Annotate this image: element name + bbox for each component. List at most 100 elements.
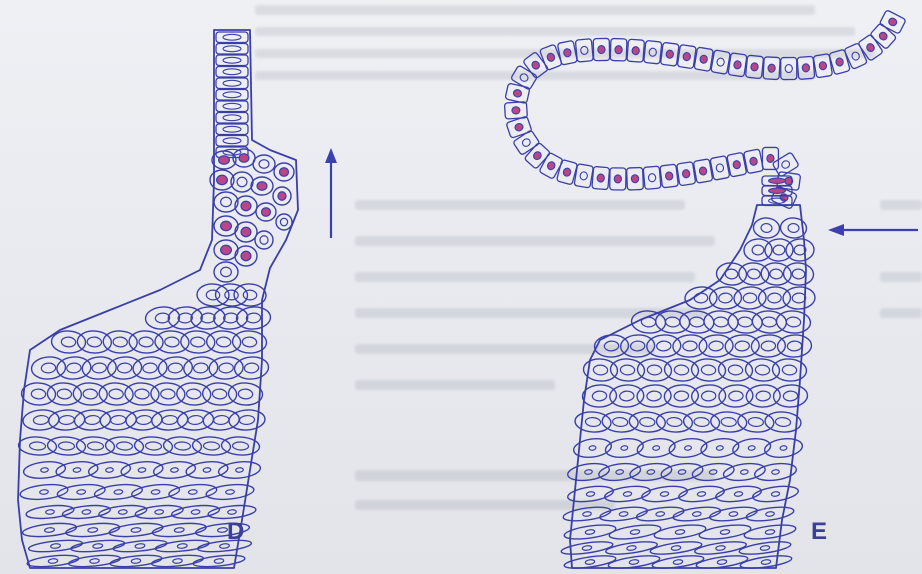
cell-nucleus (641, 317, 656, 328)
pink-nucleus (241, 251, 251, 260)
pink-nucleus (512, 107, 520, 115)
tube-cell (745, 55, 763, 79)
cell (785, 238, 814, 261)
cell-membrane (202, 382, 237, 406)
cell-nucleus (232, 442, 248, 451)
cell-nucleus (619, 511, 628, 517)
columnar-cell (216, 101, 248, 112)
cell (192, 436, 231, 456)
cell (208, 356, 243, 380)
cell-nucleus (58, 442, 74, 451)
cell-membrane (153, 460, 196, 480)
cell-nucleus (160, 389, 175, 399)
cell-membrane (129, 330, 164, 354)
cell-membrane (601, 411, 638, 433)
cell-nucleus (621, 445, 628, 450)
cell (753, 217, 780, 239)
cell-nucleus (729, 511, 738, 517)
cell (158, 356, 193, 380)
cell-nucleus (48, 558, 58, 563)
cell-membrane (163, 436, 202, 456)
tube-cell (610, 38, 627, 61)
cell-membrane (107, 356, 142, 380)
pink-nucleus (819, 61, 827, 70)
cell-nucleus (761, 559, 771, 565)
cell-nucleus (770, 269, 783, 280)
pink-nucleus (716, 58, 724, 67)
pink-nucleus (519, 72, 530, 82)
cell-membrane (694, 539, 747, 556)
cell (31, 356, 66, 380)
cell-nucleus (135, 389, 150, 399)
cell (214, 262, 238, 282)
cell-nucleus (31, 389, 46, 399)
cell (751, 334, 786, 358)
cell-nucleus (656, 341, 671, 351)
cell (129, 330, 164, 354)
cell (758, 286, 791, 310)
cell-membrane (216, 67, 248, 78)
cell-nucleus (39, 489, 48, 494)
panel-d-arrow-up (325, 148, 337, 238)
cell-nucleus (589, 445, 596, 450)
columnar-cell (216, 136, 248, 147)
cell-membrane (216, 101, 248, 112)
cell (218, 460, 261, 480)
cell (699, 334, 734, 358)
cell-nucleus (155, 509, 164, 514)
tube-cell (660, 42, 679, 66)
tube-cell (711, 50, 731, 74)
cell-nucleus (683, 341, 698, 351)
pink-nucleus (532, 150, 543, 161)
cell-membrane (180, 330, 215, 354)
cell-nucleus (709, 341, 724, 351)
cell-membrane (650, 539, 703, 556)
cell-nucleus (223, 80, 241, 86)
pink-nucleus (521, 137, 532, 147)
cell-nucleus (584, 469, 592, 474)
cell-membrane (185, 460, 228, 480)
pink-nucleus (878, 31, 889, 42)
cell (56, 356, 91, 380)
pink-nucleus (665, 172, 673, 181)
cell-membrane (216, 44, 248, 55)
columnar-cell (216, 67, 248, 78)
pink-nucleus (221, 221, 232, 230)
cell-membrane (216, 124, 248, 135)
cell-nucleus (221, 197, 232, 206)
cell-membrane (751, 334, 786, 358)
cell (773, 384, 808, 408)
cell-nucleus (627, 545, 637, 551)
cell (745, 358, 780, 382)
cell-nucleus (145, 442, 161, 451)
cell-nucleus (620, 365, 635, 376)
cell (76, 436, 115, 456)
cell-nucleus (243, 290, 257, 300)
cell-membrane (644, 40, 662, 64)
cell-nucleus (174, 442, 190, 451)
cell (234, 356, 269, 380)
cell-nucleus (671, 545, 681, 551)
cell-nucleus (83, 389, 98, 399)
columnar-cell (216, 78, 248, 89)
pink-nucleus (546, 52, 556, 62)
cell-nucleus (760, 545, 770, 551)
cell-membrane (781, 58, 797, 80)
cell-nucleus (223, 69, 241, 75)
cell (582, 384, 617, 408)
pink-nucleus (649, 48, 657, 57)
cell-membrane (56, 356, 91, 380)
cell-membrane (711, 50, 731, 74)
cell-nucleus (90, 558, 100, 563)
cell-nucleus (586, 491, 595, 497)
cell-nucleus (87, 337, 102, 347)
cell-membrane (513, 130, 540, 156)
cell-membrane (691, 384, 726, 408)
pink-nucleus (768, 64, 776, 72)
cell-nucleus (748, 445, 755, 450)
cell-nucleus (59, 415, 75, 425)
cell-nucleus (244, 363, 259, 374)
pink-nucleus (219, 156, 230, 165)
cell-nucleus (714, 317, 729, 328)
